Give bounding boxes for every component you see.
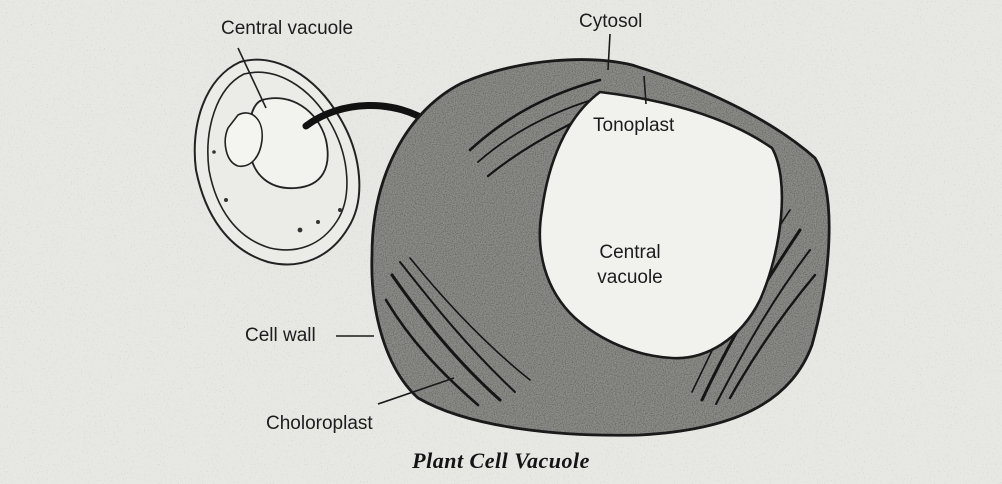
cell-wall-outline [370, 58, 831, 437]
tonoplast-pointer [643, 75, 647, 105]
label-central-vacuole-large: Central vacuole [597, 242, 663, 288]
inset-organelle-dots [212, 150, 342, 233]
inset-vacuole-pointer [237, 47, 267, 109]
label-chloroplast: Choloroplast [266, 413, 373, 434]
leader-lines [336, 33, 647, 405]
magnified-cell [370, 58, 831, 437]
inset-nucleus [224, 112, 263, 167]
diagram-title: Plant Cell Vacuole [412, 448, 590, 473]
large-central-vacuole [538, 90, 784, 360]
label-cell-wall: Cell wall [245, 325, 316, 346]
cytosol-pointer [607, 33, 611, 71]
label-cytosol: Cytosol [579, 11, 643, 32]
label-central-vacuole-small: Central vacuole [221, 18, 354, 39]
inset-cell-wall-inner [207, 71, 348, 251]
chloroplast-pointer [377, 377, 455, 405]
label-tonoplast: Tonoplast [593, 115, 675, 136]
inset-plant-cell [193, 47, 361, 266]
